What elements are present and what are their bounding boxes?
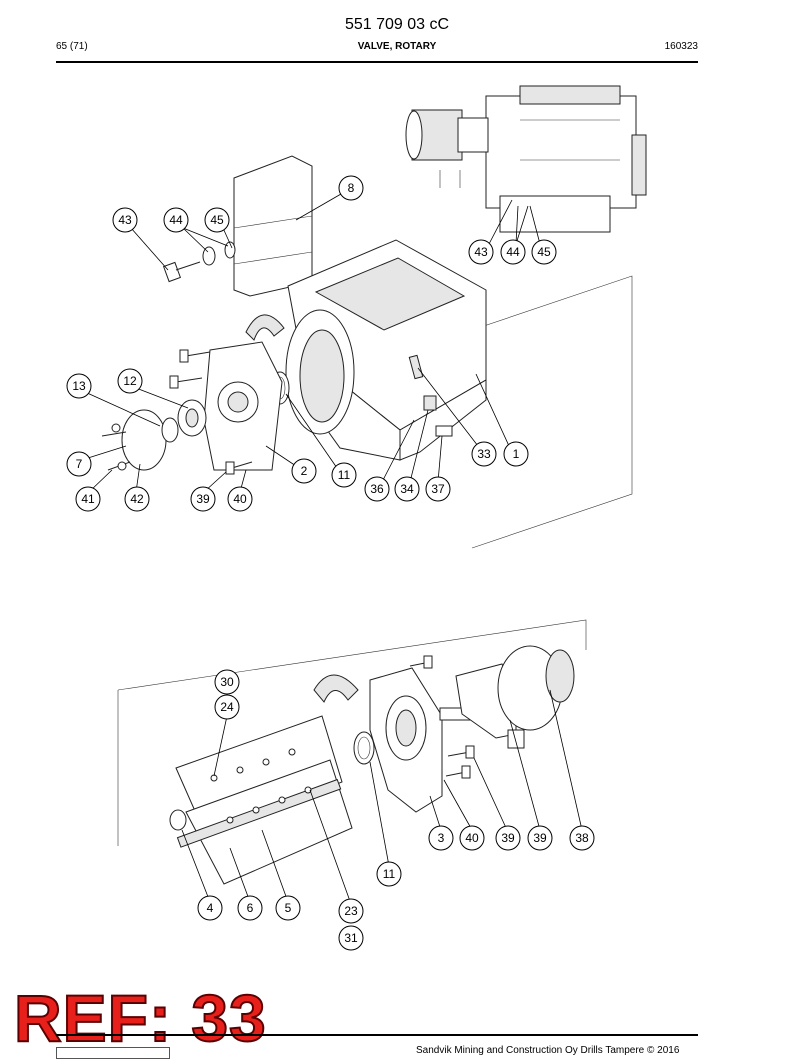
bolt-set-bottom [409, 655, 475, 779]
callout-12: 12 [117, 368, 143, 394]
callout-34: 34 [394, 476, 420, 502]
svg-text:36: 36 [370, 482, 384, 496]
callout-3: 3 [428, 825, 454, 851]
svg-text:6: 6 [247, 901, 254, 915]
svg-text:45: 45 [210, 213, 224, 227]
svg-text:43: 43 [118, 213, 132, 227]
o-ring-bottom [353, 731, 375, 765]
callout-2: 2 [291, 458, 317, 484]
callout-4: 4 [197, 895, 223, 921]
callout-44: 44 [163, 207, 189, 233]
svg-text:30: 30 [220, 675, 234, 689]
callout-11: 11 [331, 462, 357, 488]
seal-half-top [245, 314, 285, 341]
callout-1: 1 [503, 441, 529, 467]
callout-38: 38 [569, 825, 595, 851]
svg-text:34: 34 [400, 482, 414, 496]
callout-31: 31 [338, 925, 364, 951]
svg-text:12: 12 [123, 374, 137, 388]
svg-text:45: 45 [537, 245, 551, 259]
svg-text:42: 42 [130, 492, 144, 506]
svg-text:2: 2 [301, 464, 308, 478]
seal-half-bottom [313, 674, 359, 703]
svg-text:11: 11 [383, 867, 396, 881]
callout-11-bottom: 11 [376, 861, 402, 887]
svg-text:7: 7 [76, 457, 83, 471]
svg-text:13: 13 [72, 379, 86, 393]
callout-45-thumb: 45 [531, 239, 557, 265]
svg-text:5: 5 [285, 901, 292, 915]
svg-text:40: 40 [233, 492, 247, 506]
svg-text:23: 23 [344, 904, 358, 918]
svg-text:40: 40 [465, 831, 479, 845]
revision-date: 160323 [664, 41, 698, 52]
rotor-assembly [169, 715, 353, 885]
footer-rule [56, 1034, 698, 1036]
callout-33: 33 [471, 441, 497, 467]
svg-text:1: 1 [513, 447, 520, 461]
svg-text:39: 39 [196, 492, 210, 506]
callout-39-bottom-a: 39 [495, 825, 521, 851]
callout-43-thumb: 43 [468, 239, 494, 265]
callout-41: 41 [75, 486, 101, 512]
callout-6: 6 [237, 895, 263, 921]
svg-text:8: 8 [348, 181, 355, 195]
callout-7: 7 [66, 451, 92, 477]
svg-text:41: 41 [81, 492, 95, 506]
callout-40-bottom: 40 [459, 825, 485, 851]
callout-44-thumb: 44 [500, 239, 526, 265]
svg-text:39: 39 [533, 831, 547, 845]
svg-text:44: 44 [169, 213, 183, 227]
svg-text:43: 43 [474, 245, 488, 259]
callout-24: 24 [214, 694, 240, 720]
bolt-set-top [169, 349, 253, 475]
callout-37: 37 [425, 476, 451, 502]
page-title: VALVE, ROTARY [357, 41, 437, 52]
callout-43: 43 [112, 207, 138, 233]
flange-top [203, 341, 283, 471]
callout-45: 45 [204, 207, 230, 233]
svg-text:11: 11 [338, 468, 351, 482]
header-rule [56, 61, 698, 63]
svg-text:38: 38 [575, 831, 589, 845]
reference-stamp: REF: 33 [13, 981, 267, 1055]
flange-bottom [369, 667, 443, 813]
callout-39: 39 [190, 486, 216, 512]
bottom-leader-lines [181, 689, 583, 905]
svg-text:24: 24 [220, 700, 234, 714]
bolt-group-43 [162, 241, 236, 283]
document-number: 551 709 03 cC [344, 16, 450, 33]
bottom-reference-plane [117, 619, 587, 691]
seal-ring [161, 417, 179, 443]
callout-8: 8 [338, 175, 364, 201]
callout-5: 5 [275, 895, 301, 921]
valve-housing [285, 239, 487, 461]
callout-13: 13 [66, 373, 92, 399]
svg-text:33: 33 [477, 447, 491, 461]
callout-39-bottom-b: 39 [527, 825, 553, 851]
svg-text:3: 3 [438, 831, 445, 845]
page-number: 65 (71) [56, 41, 88, 52]
svg-text:39: 39 [501, 831, 515, 845]
svg-text:4: 4 [207, 901, 214, 915]
assembly-thumbnail [405, 85, 647, 233]
footer-copyright: Sandvik Mining and Construction Oy Drill… [416, 1045, 680, 1056]
callout-36: 36 [364, 476, 390, 502]
hydraulic-motor [439, 645, 575, 749]
bolt-set-endcap [101, 423, 131, 471]
svg-text:31: 31 [344, 931, 358, 945]
callout-40: 40 [227, 486, 253, 512]
top-reference-plane [471, 275, 633, 549]
svg-text:44: 44 [506, 245, 520, 259]
callout-30: 30 [214, 669, 240, 695]
brand-logo-box [56, 1047, 170, 1059]
callout-42: 42 [124, 486, 150, 512]
svg-text:37: 37 [431, 482, 445, 496]
callout-23: 23 [338, 898, 364, 924]
